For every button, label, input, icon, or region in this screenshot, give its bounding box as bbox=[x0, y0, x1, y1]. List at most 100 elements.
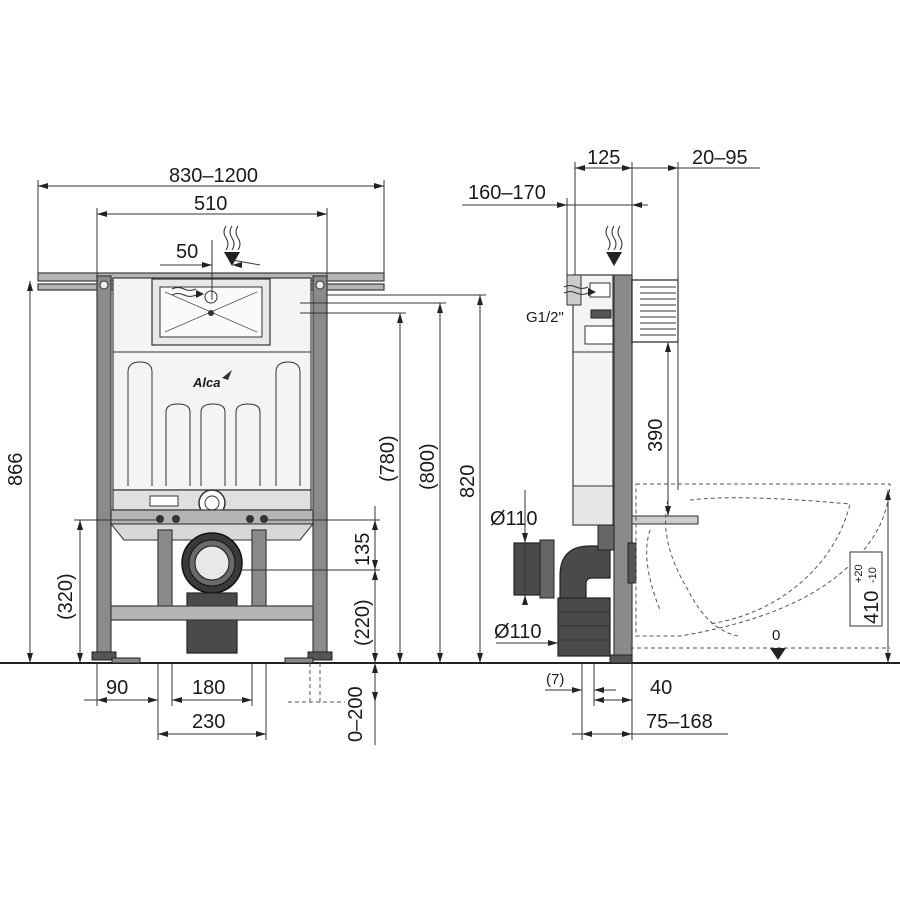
water-flow-arrow-icon bbox=[588, 288, 596, 296]
foot-plate-left bbox=[111, 657, 141, 664]
dim-220: (220) bbox=[352, 570, 378, 663]
dim-label: 866 bbox=[5, 453, 27, 486]
dim-label: 410 bbox=[861, 591, 883, 624]
drain-pipe-bottom bbox=[557, 597, 611, 657]
tank-ribs bbox=[127, 361, 301, 486]
dim-label: (220) bbox=[352, 599, 374, 646]
front-view: Alca bbox=[5, 165, 486, 745]
water-supply-wave-icon bbox=[229, 225, 235, 251]
foot-right bbox=[307, 651, 333, 661]
bolt-icon bbox=[156, 515, 164, 523]
valve-icon bbox=[204, 290, 218, 304]
wc-bowl-rim bbox=[646, 529, 661, 611]
dim-160-170: 160–170 bbox=[462, 182, 648, 275]
dim-label: 90 bbox=[106, 677, 128, 699]
dim-label: (800) bbox=[417, 443, 439, 490]
dim-label: 230 bbox=[192, 711, 225, 733]
dim-230: 230 bbox=[158, 663, 267, 740]
dim-410: 410 +20 -10 bbox=[849, 490, 891, 663]
water-inlet-label: G1/2" bbox=[526, 309, 564, 326]
screw-icon bbox=[315, 280, 325, 290]
lower-rail bbox=[110, 605, 314, 621]
outlet-inner-icon bbox=[204, 495, 220, 511]
dim-label: (7) bbox=[546, 671, 564, 688]
level-label: 0 bbox=[772, 627, 780, 644]
water-wave-icon bbox=[563, 285, 589, 289]
dim-866: 866 bbox=[5, 281, 33, 663]
bowl-fixing-rod bbox=[631, 515, 699, 525]
foot-plate-right bbox=[284, 657, 314, 664]
dim-20-95: 20–95 bbox=[632, 147, 760, 490]
dim-7: (7) bbox=[545, 663, 616, 740]
tolerance-box bbox=[849, 551, 883, 627]
dim-label: 75–168 bbox=[646, 711, 713, 733]
bolt-icon bbox=[260, 515, 268, 523]
water-supply-wave-icon bbox=[223, 225, 229, 251]
tolerance-plus: +20 bbox=[853, 564, 865, 583]
dim-50: 50 bbox=[160, 240, 261, 300]
dim-label: 180 bbox=[192, 677, 225, 699]
dim-label: (780) bbox=[377, 435, 399, 482]
water-wave-icon bbox=[171, 287, 197, 291]
dim-label: 40 bbox=[650, 677, 672, 699]
dim-780: (780) bbox=[300, 312, 406, 663]
dim-510: 510 bbox=[96, 193, 328, 276]
cistern-top-cap bbox=[566, 274, 582, 306]
dim-label: 0–200 bbox=[345, 686, 367, 742]
wc-bowl-outline bbox=[635, 483, 891, 637]
dim-label: 390 bbox=[645, 419, 667, 452]
water-wave-icon bbox=[171, 293, 197, 297]
bolt-icon bbox=[246, 515, 254, 523]
dim-800: (800) bbox=[300, 302, 446, 663]
flush-box-ribs bbox=[640, 286, 676, 336]
brand-logo: Alca bbox=[192, 375, 220, 390]
dim-135: 135 bbox=[240, 506, 380, 571]
dim-label: Ø110 bbox=[490, 508, 537, 530]
dim-label: Ø110 bbox=[494, 621, 541, 643]
dim-label: 830–1200 bbox=[169, 165, 258, 187]
water-flow-arrow-icon bbox=[196, 290, 204, 298]
foot-side bbox=[609, 654, 633, 664]
dim-label: 135 bbox=[352, 533, 374, 566]
dim-label: 20–95 bbox=[692, 147, 748, 169]
dim-label: (320) bbox=[55, 573, 77, 620]
brand-bird-icon bbox=[222, 370, 232, 380]
base-clip bbox=[149, 495, 179, 507]
dim-320: (320) bbox=[55, 519, 160, 663]
side-view: G1/2" 0 125 bbox=[462, 147, 891, 740]
water-supply-wave-icon bbox=[617, 225, 623, 251]
dim-820: 820 bbox=[327, 294, 486, 663]
water-supply-wave-icon bbox=[235, 225, 241, 251]
pipe-elbow-collar bbox=[597, 524, 615, 551]
right-post bbox=[312, 275, 328, 657]
pipe-connector-collar bbox=[539, 539, 555, 599]
valve-bracket bbox=[590, 309, 612, 319]
dim-40: 40 bbox=[593, 663, 672, 740]
dim-110-bottom: Ø110 bbox=[494, 621, 558, 646]
dim-110-top: Ø110 bbox=[490, 490, 537, 605]
dim-75-168: 75–168 bbox=[572, 711, 728, 737]
frame-post-side bbox=[613, 274, 633, 664]
left-post bbox=[96, 275, 112, 657]
foot-left bbox=[91, 651, 117, 661]
bowl-bracket bbox=[627, 542, 637, 584]
dim-label: 125 bbox=[587, 147, 620, 169]
dim-0-200: 0–200 bbox=[288, 663, 378, 745]
water-supply-wave-icon bbox=[611, 225, 617, 251]
water-supply-arrow-icon bbox=[606, 252, 622, 266]
dim-180: 180 bbox=[171, 663, 253, 706]
dim-label: 820 bbox=[457, 465, 479, 498]
inner-leg-right bbox=[251, 529, 267, 609]
inlet-valve bbox=[589, 282, 611, 298]
cross-rail bbox=[110, 509, 314, 525]
dim-label: 510 bbox=[194, 193, 227, 215]
drain-pipe-bore-icon bbox=[194, 545, 230, 581]
water-supply-wave-icon bbox=[605, 225, 611, 251]
bolt-icon bbox=[172, 515, 180, 523]
wc-bowl-inner bbox=[689, 497, 851, 625]
tolerance-minus: -10 bbox=[867, 567, 879, 583]
dim-label: 160–170 bbox=[468, 182, 546, 204]
cistern-base bbox=[572, 485, 614, 526]
